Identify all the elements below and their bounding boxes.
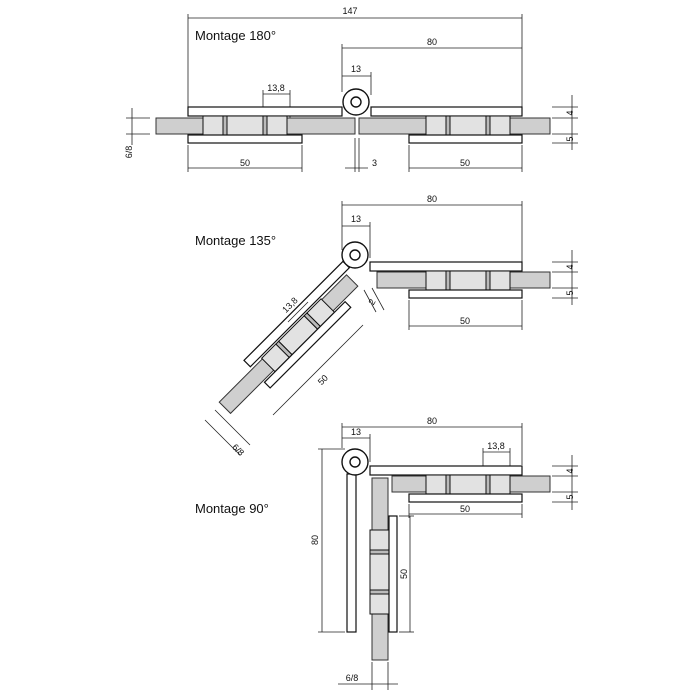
dim-13-8-90: 13,8: [487, 441, 505, 451]
dim-4-180: 4: [565, 110, 575, 115]
dim-13-top: 13: [351, 64, 361, 74]
dim-3-gap: 3: [372, 158, 377, 168]
dim-50-vertical-90: 50: [399, 569, 409, 579]
dim-50-right-135: 50: [460, 316, 470, 326]
dim-50-135: 50: [316, 373, 330, 387]
dim-2-gap-135: 2: [366, 297, 377, 306]
dim-6-8-90: 6/8: [346, 673, 359, 683]
dim-13-8-top: 13,8: [267, 83, 285, 93]
title-montage-90: Montage 90°: [195, 501, 269, 516]
title-montage-180: Montage 180°: [195, 28, 276, 43]
dim-6-8-135: 6/8: [230, 442, 246, 458]
dim-80-top: 80: [427, 37, 437, 47]
dim-80-vertical-90: 80: [310, 535, 320, 545]
dim-13-135: 13: [351, 214, 361, 224]
dim-50-horizontal-90: 50: [460, 504, 470, 514]
title-montage-135: Montage 135°: [195, 233, 276, 248]
montage-135-group: Montage 135° 80 13 50 4 5: [195, 194, 578, 458]
dim-80-135: 80: [427, 194, 437, 204]
dim-4-90: 4: [565, 468, 575, 473]
dim-5-135: 5: [565, 290, 575, 295]
montage-180-group: Montage 180° 147 80 13 13,8: [124, 6, 578, 172]
dim-5-180: 5: [565, 136, 575, 141]
montage-90-group: Montage 90° 80 13 13,8 50: [195, 416, 578, 690]
dim-80-90: 80: [427, 416, 437, 426]
dim-4-135: 4: [565, 264, 575, 269]
dim-6-8-180: 6/8: [124, 146, 134, 159]
dim-5-90: 5: [565, 494, 575, 499]
dim-147: 147: [342, 6, 357, 16]
dim-50-left-180: 50: [240, 158, 250, 168]
dim-50-right-180: 50: [460, 158, 470, 168]
dim-13-90: 13: [351, 427, 361, 437]
